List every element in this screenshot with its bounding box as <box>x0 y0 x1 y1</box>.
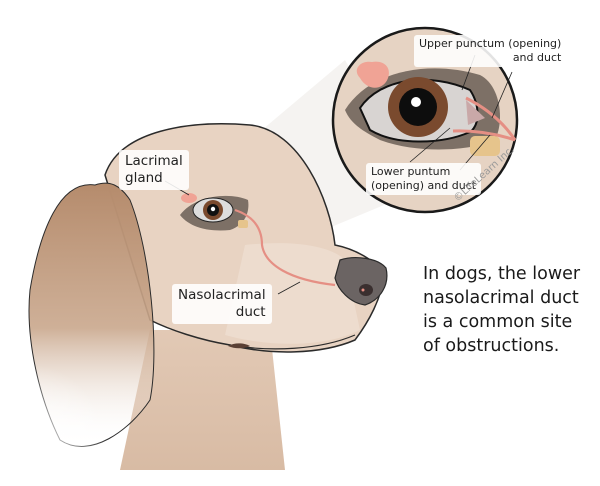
lower-duct <box>452 129 516 142</box>
label-lacrimal-gland: Lacrimal gland <box>119 150 189 190</box>
caption-text: In dogs, the lower nasolacrimal duct is … <box>423 264 581 356</box>
neck <box>120 330 285 470</box>
upper-duct <box>465 96 517 141</box>
label-lower-punctum: Lower puntum (opening) and duct <box>366 163 482 195</box>
nasolacrimal-duct <box>234 208 336 287</box>
label-upper-punctum: Upper punctum (opening) and duct <box>414 35 567 67</box>
label-nasolacrimal-duct: Nasolacrimal duct <box>172 284 272 324</box>
nose <box>334 257 388 306</box>
